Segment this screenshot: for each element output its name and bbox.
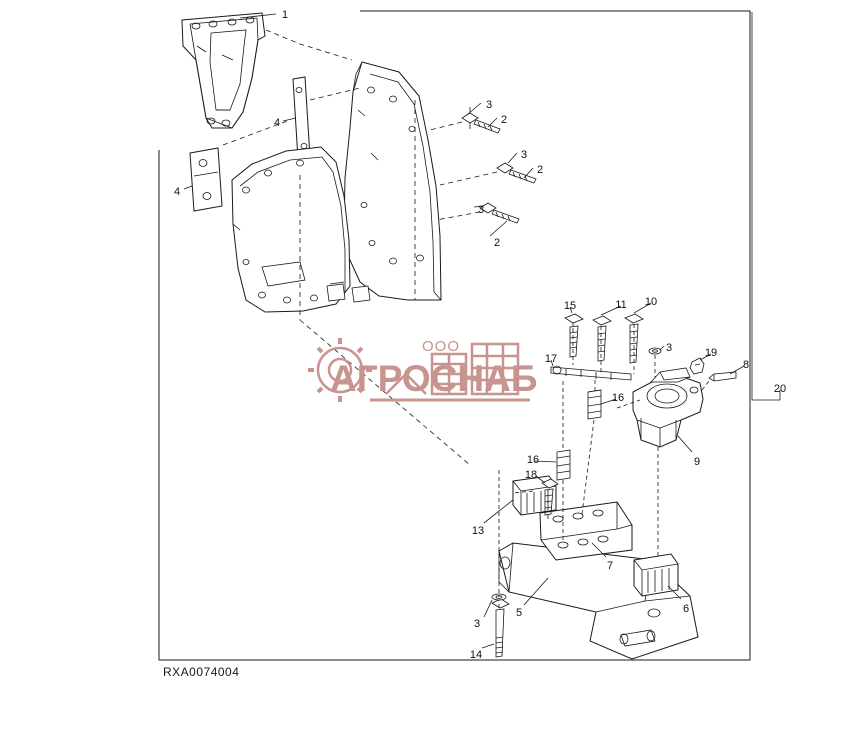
callout-number: 1 xyxy=(282,9,288,21)
callout-leaders xyxy=(183,12,781,649)
diagram-part-code: RXA0074004 xyxy=(163,665,240,679)
callout-number: 2 xyxy=(501,114,507,126)
part-10-bolt xyxy=(624,313,644,364)
callout-number: 4 xyxy=(274,117,280,129)
callout-number: 16 xyxy=(527,454,539,466)
part-bolt-group-upper xyxy=(461,107,537,224)
callout-number: 10 xyxy=(645,296,657,308)
part-16-bushing-upper xyxy=(587,389,602,420)
callout-number: 16 xyxy=(612,392,624,404)
callout-number: 6 xyxy=(683,603,689,615)
part-6-block-right xyxy=(633,553,679,597)
callout-number: 3 xyxy=(474,618,480,630)
callout-number: 3 xyxy=(666,342,672,354)
callout-number: 2 xyxy=(494,237,500,249)
callout-number: 11 xyxy=(615,299,626,311)
callout-number: 18 xyxy=(525,469,537,481)
callout-number: 5 xyxy=(516,607,522,619)
part-17-bar xyxy=(550,365,632,381)
callout-number: 3 xyxy=(478,204,484,216)
callout-number: 14 xyxy=(470,649,482,661)
callout-number: 3 xyxy=(521,149,527,161)
part-11-bolt xyxy=(592,315,612,362)
part-4-plate-left xyxy=(189,147,223,212)
callout-number: 20 xyxy=(774,383,786,395)
part-19-clip xyxy=(689,357,705,375)
frame-mask xyxy=(150,5,755,661)
callout-number: 2 xyxy=(537,164,543,176)
callout-number: 8 xyxy=(743,359,749,371)
part-8-pin xyxy=(708,371,737,382)
callout-number: 15 xyxy=(564,300,576,312)
part-3-washer xyxy=(648,347,662,355)
callout-number: 19 xyxy=(705,347,717,359)
callout-number: 13 xyxy=(472,525,484,537)
part-14-long-bolt xyxy=(491,598,510,658)
part-15-bolt xyxy=(564,313,584,358)
callout-number: 3 xyxy=(486,99,492,111)
part-9-pivot-housing xyxy=(632,367,704,448)
callout-number: 4 xyxy=(174,186,180,198)
assembly-dashed-lines-lower xyxy=(498,324,711,608)
part-main-frame-panel xyxy=(231,61,442,313)
callout-number: 9 xyxy=(694,456,700,468)
part-18-bolt xyxy=(541,478,559,516)
callout-number: 7 xyxy=(607,560,613,572)
callout-number: 17 xyxy=(545,353,557,365)
part-1-bracket xyxy=(181,12,266,129)
part-16-bushing-lower xyxy=(556,449,571,481)
